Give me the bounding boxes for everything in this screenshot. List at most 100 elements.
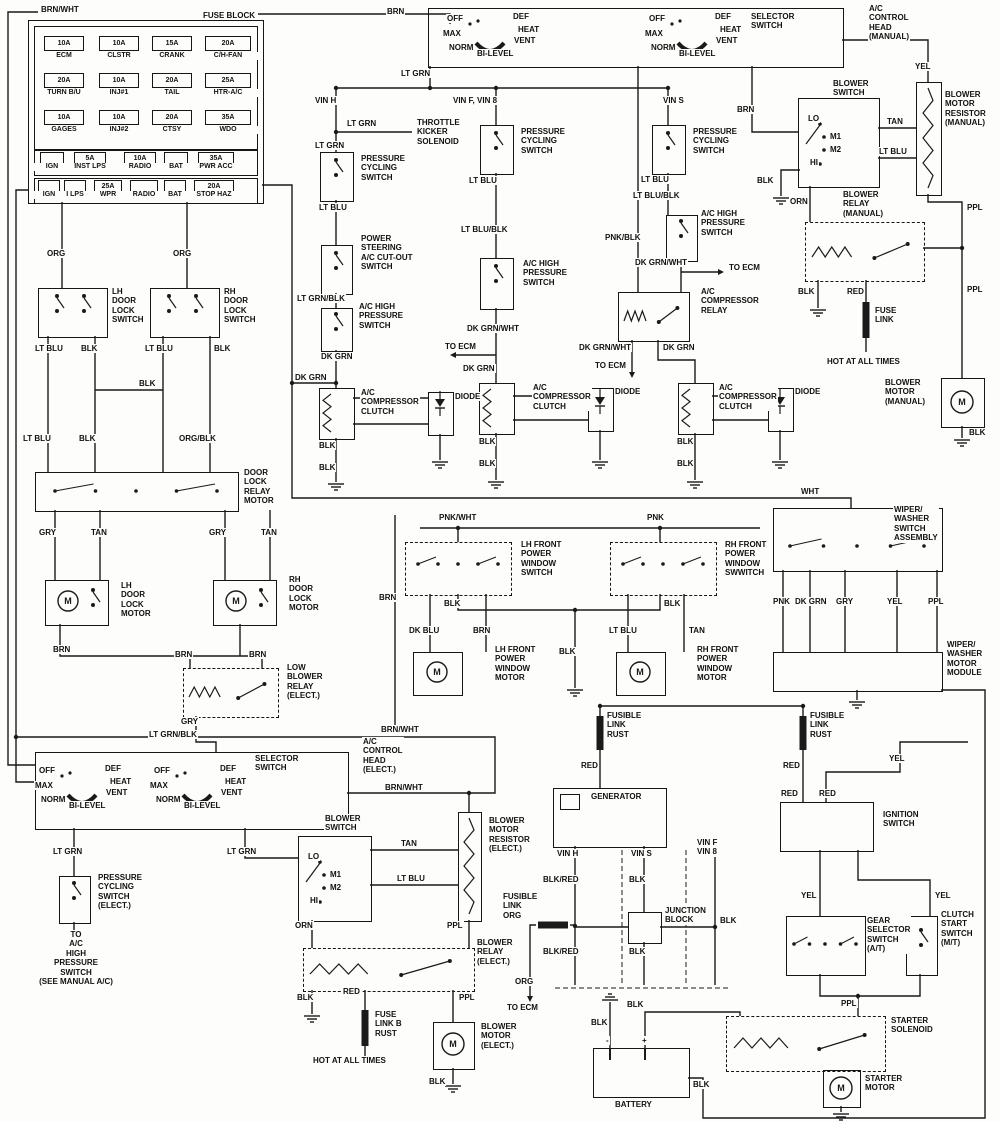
junction-dot	[289, 380, 295, 386]
dial-position-label: NORM	[40, 795, 67, 805]
contact-icon	[322, 873, 326, 877]
dial-position-label: DEF	[512, 12, 530, 22]
switch-blade-icon	[401, 960, 451, 976]
dial-position-label: OFF	[446, 14, 464, 24]
junction-dot	[333, 380, 339, 386]
junction-dot	[572, 923, 578, 929]
wire-label: BRN	[736, 105, 756, 115]
switch-blade-icon	[92, 591, 101, 603]
lh-front-power-window-switch-box	[405, 542, 512, 596]
junction-dot	[455, 525, 461, 531]
lh-door-lock-motor-label: LH DOOR LOCK MOTOR	[120, 581, 152, 619]
fuse-amp-box: 10A	[44, 110, 84, 125]
ignition-switch-box	[780, 802, 874, 852]
fusible-link-label: FUSIBLE LINK ORG	[502, 892, 539, 921]
wire-label: YEL	[800, 891, 818, 901]
motor-icon	[950, 390, 974, 414]
junction-block-label: JUNCTION BLOCK	[664, 906, 707, 925]
switch-contact-icon	[494, 131, 498, 135]
switch-contact-icon	[679, 219, 683, 223]
blower-switch-elect-label: BLOWER SWITCH	[324, 814, 362, 833]
fuse-block-inner-box	[34, 26, 258, 150]
resistor-icon	[922, 87, 934, 189]
fuse-amp-box: 20A	[152, 73, 192, 88]
dial-position-label: VENT	[715, 36, 739, 46]
wire-label: BLK	[443, 599, 462, 609]
contact-icon	[822, 148, 826, 152]
relay-coil-icon	[811, 245, 853, 259]
ac-high-pressure-switch-label: A/C HIGH PRESSURE SWITCH	[522, 259, 569, 288]
dial-position-label: VENT	[220, 788, 244, 798]
resistor-icon	[463, 817, 475, 915]
relay-coil-icon	[623, 309, 647, 323]
switch-contact-icon	[194, 309, 198, 313]
fuse-label: I LPS	[56, 191, 94, 200]
wire	[195, 716, 217, 752]
wire-label: DK GRN	[462, 364, 496, 374]
to-ecm-label: TO ECM	[594, 361, 627, 371]
selector-switch-label: SELECTOR SWITCH	[750, 12, 796, 31]
wire-label: BRN	[248, 650, 268, 660]
fuse-amp-box: 25A	[205, 73, 251, 88]
wire-label: YEL	[888, 754, 906, 764]
contact-icon	[68, 771, 72, 775]
dial-position-label: VENT	[105, 788, 129, 798]
blower-speed-label: M1	[329, 870, 343, 880]
wire	[819, 974, 921, 997]
wire-label: WHT	[800, 487, 821, 497]
contact-icon	[822, 135, 826, 139]
wire-label: ORG	[172, 249, 193, 259]
fuse-label: HTR-A/C	[197, 89, 259, 98]
fuse-amp-box: 10A	[99, 110, 139, 125]
junction-block-box	[628, 912, 662, 944]
wire	[258, 13, 451, 24]
switch-contact-icon	[919, 943, 923, 947]
wire	[857, 850, 931, 916]
wire-label: BLK	[590, 1018, 609, 1028]
wire-label: BLK	[428, 1077, 447, 1087]
rh-front-power-window-motor-box	[616, 652, 666, 696]
pressure-cycling-switch-elect-box	[59, 876, 91, 924]
fuse-label: RADIO	[116, 163, 164, 172]
switch-contact-icon	[167, 294, 171, 298]
wire-label: BLK	[478, 437, 497, 447]
wire-label: LT BLU	[34, 344, 64, 354]
vin-label: VIN S	[662, 96, 685, 106]
pressure-cycling-switch-1-box	[320, 152, 354, 202]
wire-label: GRY	[38, 528, 58, 538]
wire-label: ORN	[294, 921, 314, 931]
dial-position-label: VENT	[513, 36, 537, 46]
wire-label: BRN	[174, 650, 194, 660]
power-steering-cutout-label: POWER STEERING A/C CUT-OUT SWITCH	[360, 234, 414, 272]
switch-blade-icon	[54, 483, 94, 492]
wire-label: BLK	[628, 875, 647, 885]
switch-blade-icon	[477, 556, 497, 565]
switch-contact-icon	[91, 588, 95, 592]
dial-position-label: OFF	[38, 766, 56, 776]
switch-contact-icon	[666, 131, 670, 135]
switch-contact-icon	[919, 928, 923, 932]
pressure-cycling-switch-elect-label: PRESSURE CYCLING SWITCH (ELECT.)	[97, 873, 144, 911]
wire-label: YEL	[934, 891, 952, 901]
wire-label: BLK	[719, 916, 738, 926]
wire-label: BRN	[472, 626, 492, 636]
ac-compressor-clutch-3-box	[678, 383, 714, 435]
wire-label: DK GRN	[320, 352, 354, 362]
switch-contact-icon	[259, 588, 263, 592]
diode-label: DIODE	[794, 387, 822, 397]
fuse-amp-box: 35A	[205, 110, 251, 125]
blower-relay-elect-label: BLOWER RELAY (ELECT.)	[476, 938, 514, 967]
switch-blade-icon	[789, 538, 822, 547]
contact-icon	[807, 942, 812, 946]
throttle-kicker-solenoid-label: THROTTLE KICKER SOLENOID	[416, 118, 461, 147]
wire-label: ORG/BLK	[178, 434, 217, 444]
blower-motor-manual-label: BLOWER MOTOR (MANUAL)	[884, 378, 926, 407]
vin-label: VIN H	[556, 849, 580, 859]
fuse-label: ECM	[36, 52, 92, 61]
contact-icon	[922, 544, 926, 548]
to-ecm-label: TO ECM	[444, 342, 477, 352]
clutch-coil-icon	[322, 393, 332, 433]
door-lock-relay-motor-box	[35, 472, 239, 512]
starter-motor-label: STARTER MOTOR	[864, 1074, 904, 1093]
